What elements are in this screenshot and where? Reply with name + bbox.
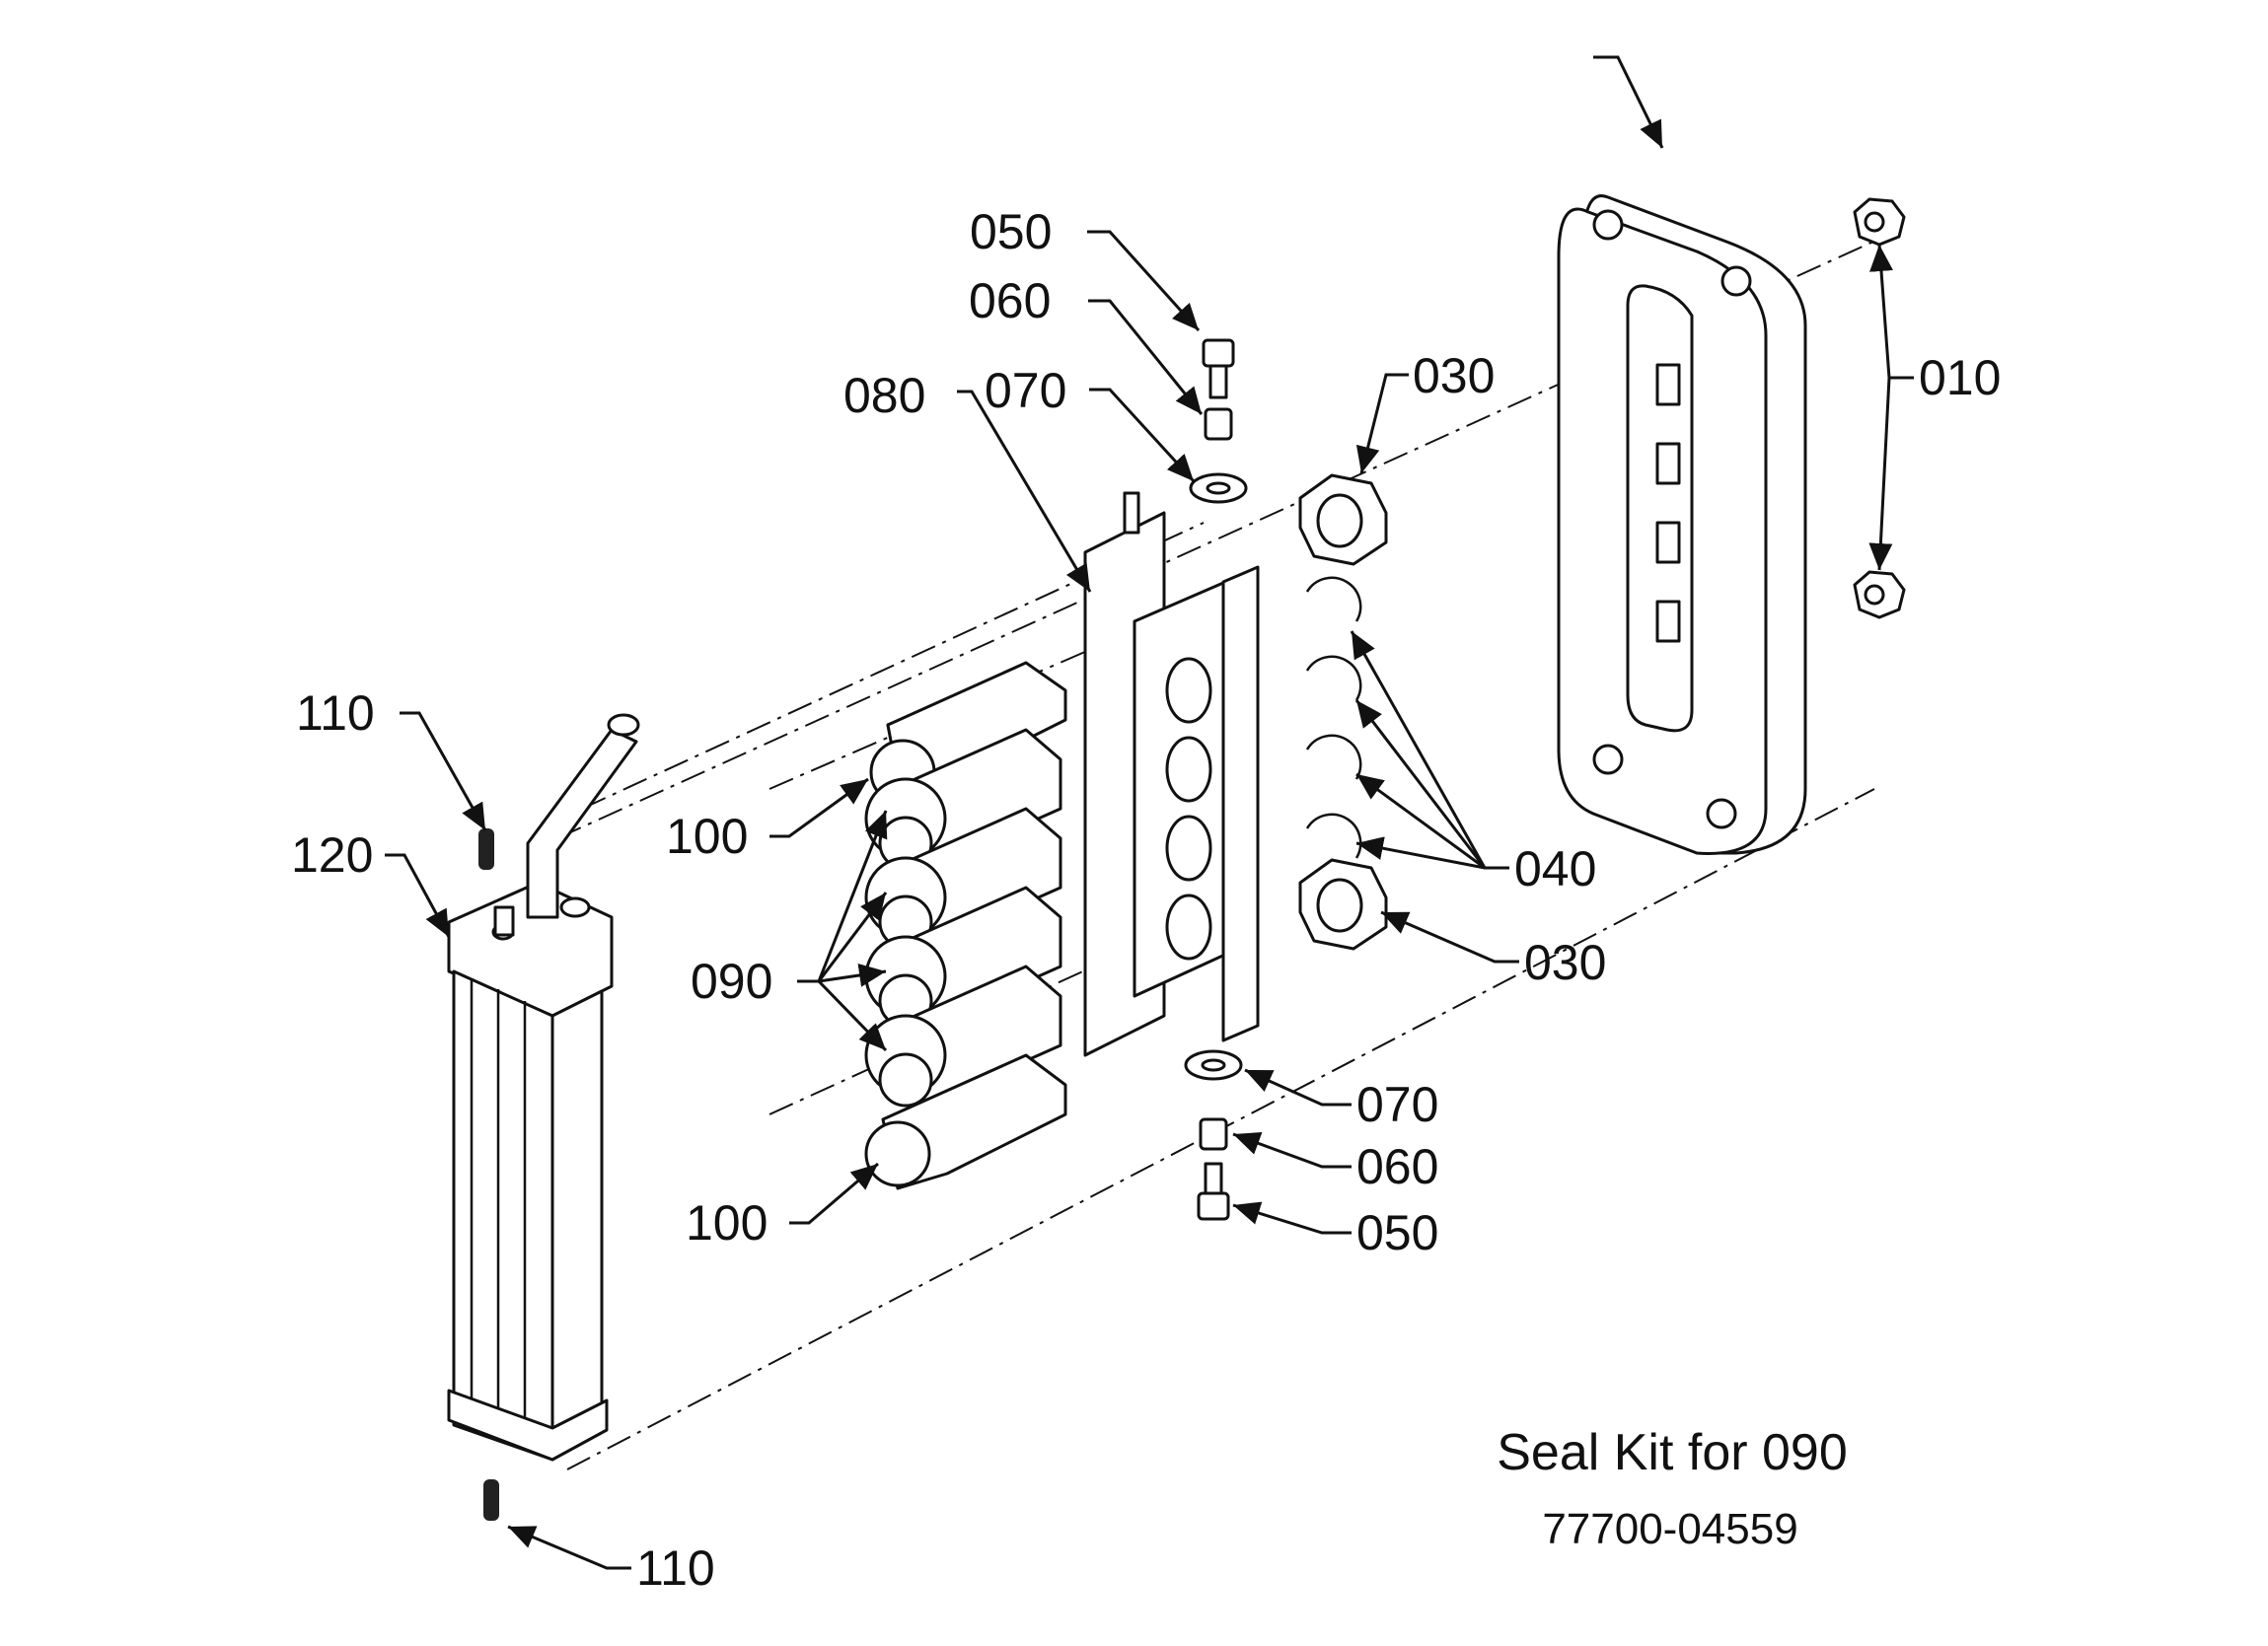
part-010-nut-top bbox=[1853, 197, 1906, 247]
part-110-spring-top bbox=[478, 828, 494, 870]
callout-100-bottom: 100 bbox=[686, 1195, 768, 1251]
callout-030-bottom: 030 bbox=[1524, 935, 1606, 990]
part-030-nut-bottom bbox=[1298, 858, 1388, 951]
part-070-washer-top bbox=[1189, 472, 1248, 504]
part-050-screw-bottom bbox=[1197, 1162, 1230, 1221]
callout-040: 040 bbox=[1514, 841, 1596, 896]
callout-050-bottom: 050 bbox=[1356, 1205, 1438, 1260]
part-010-cover-plate bbox=[1557, 194, 1807, 855]
callout-110-bottom: 110 bbox=[636, 1540, 715, 1596]
callout-labels: 010 030 030 040 050 050 060 060 070 070 … bbox=[291, 204, 2001, 1596]
part-120-housing bbox=[447, 713, 640, 1462]
part-090-valve-4 bbox=[864, 965, 1062, 1108]
part-110-spring-bottom bbox=[483, 1479, 499, 1521]
seal-kit-caption: Seal Kit for 090 77700-04559 bbox=[1497, 1424, 1848, 1553]
callout-070-top: 070 bbox=[985, 363, 1066, 418]
callout-leaders bbox=[385, 55, 1914, 1570]
callout-100-top: 100 bbox=[666, 809, 748, 864]
callout-050-top: 050 bbox=[970, 204, 1052, 259]
callout-060-top: 060 bbox=[969, 273, 1051, 328]
callout-120: 120 bbox=[291, 827, 373, 883]
part-040-retaining-rings bbox=[1305, 576, 1362, 859]
part-010-nut-bottom bbox=[1853, 570, 1906, 619]
callout-090: 090 bbox=[691, 954, 772, 1009]
callout-110-top: 110 bbox=[296, 685, 375, 741]
part-070-washer-bottom bbox=[1184, 1049, 1243, 1081]
callout-070-bottom: 070 bbox=[1356, 1077, 1438, 1132]
part-100-cartridge-bottom bbox=[864, 1053, 1067, 1190]
callout-010: 010 bbox=[1919, 350, 2001, 405]
part-080-manifold-block bbox=[1083, 491, 1260, 1057]
callout-030-top: 030 bbox=[1413, 348, 1495, 403]
part-060-spacer-bottom bbox=[1199, 1117, 1228, 1151]
part-060-spacer-top bbox=[1204, 407, 1233, 441]
part-050-screw-top bbox=[1202, 338, 1235, 399]
callout-060-bottom: 060 bbox=[1356, 1139, 1438, 1194]
callout-080: 080 bbox=[843, 368, 925, 423]
part-030-nut-top bbox=[1298, 473, 1388, 566]
seal-kit-part-number: 77700-04559 bbox=[1542, 1505, 1797, 1553]
seal-kit-title: Seal Kit for 090 bbox=[1497, 1424, 1848, 1481]
